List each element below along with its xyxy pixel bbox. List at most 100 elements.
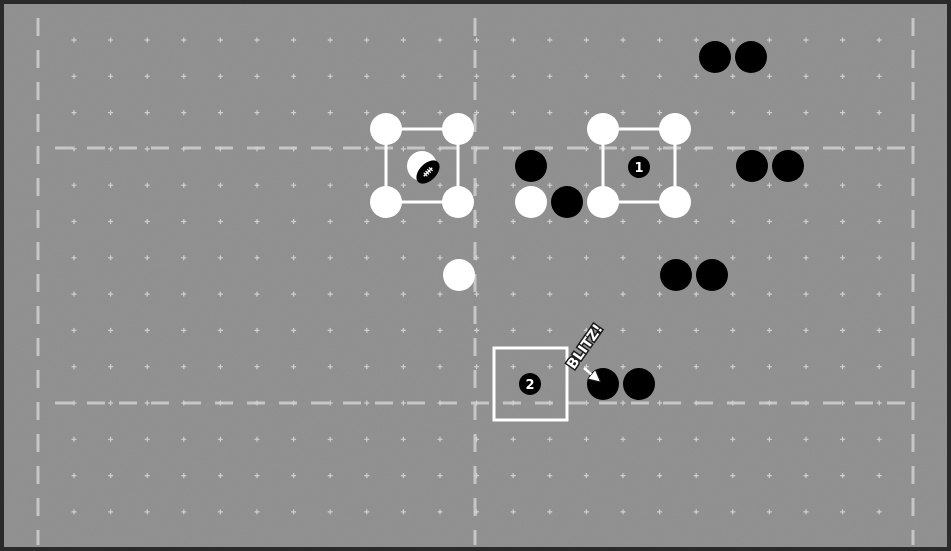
grid-dot [291, 291, 297, 297]
grid-dot [327, 73, 333, 79]
white-piece[interactable] [659, 113, 691, 145]
empty-zone-2[interactable]: 2 [492, 346, 569, 422]
grid-dot [766, 436, 772, 442]
grid-dot [364, 400, 370, 406]
grid-dot [876, 436, 882, 442]
grid-dot [71, 364, 77, 370]
grid-dot [766, 364, 772, 370]
grid-dot [364, 436, 370, 442]
white-square-formation-ball[interactable] [370, 113, 474, 218]
grid-dot [766, 219, 772, 224]
grid-dot [144, 327, 150, 333]
grid-dot [620, 37, 626, 43]
grid-dot [693, 110, 699, 116]
black-piece[interactable] [772, 150, 804, 182]
white-piece[interactable] [659, 186, 691, 218]
black-piece[interactable] [551, 186, 583, 218]
grid-dot [730, 291, 736, 297]
grid-dot [510, 436, 516, 442]
grid-dot [693, 327, 699, 333]
grid-dot [437, 110, 443, 116]
white-piece[interactable] [370, 186, 402, 218]
grid-dot [437, 291, 443, 297]
grid-dot [291, 110, 297, 116]
grid-dot [730, 364, 736, 370]
grid-dot [876, 182, 882, 188]
grid-dot [840, 291, 846, 297]
grid-dot [144, 400, 150, 406]
black-piece[interactable] [696, 259, 728, 291]
grid-dot [217, 509, 223, 515]
grid-dot [254, 291, 260, 297]
zone-marker-1: 1 [628, 156, 650, 178]
grid-dot [547, 219, 553, 224]
grid-dots [71, 37, 882, 515]
grid-dot [217, 436, 223, 442]
grid-dot [181, 291, 187, 297]
grid-dot [217, 182, 223, 188]
grid-dot [510, 37, 516, 43]
white-piece[interactable] [515, 186, 547, 218]
grid-dot [876, 291, 882, 297]
black-piece[interactable] [515, 150, 547, 182]
grid-dot [583, 473, 589, 479]
white-piece[interactable] [370, 113, 402, 145]
grid-dot [620, 110, 626, 116]
grid-dot [620, 182, 626, 188]
grid-dot [144, 436, 150, 442]
grid-dot [254, 219, 260, 224]
white-piece[interactable] [587, 113, 619, 145]
white-square-formation-zone-1[interactable]: 1 [587, 113, 691, 218]
grid-dot [657, 219, 663, 224]
black-piece[interactable] [587, 368, 619, 400]
black-piece[interactable] [736, 150, 768, 182]
black-piece[interactable] [735, 41, 767, 73]
grid-dot [730, 436, 736, 442]
grid-dot [583, 182, 589, 188]
white-piece[interactable] [443, 259, 475, 291]
grid-dot [217, 327, 223, 333]
grid-dot [437, 364, 443, 370]
black-piece[interactable] [623, 368, 655, 400]
grid-dot [364, 327, 370, 333]
grid-dot [144, 255, 150, 261]
grid-dot [400, 400, 406, 406]
grid-dot [766, 291, 772, 297]
white-piece[interactable] [442, 113, 474, 145]
black-piece[interactable] [699, 41, 731, 73]
grid-dot [803, 37, 809, 43]
grid-dot [217, 37, 223, 43]
grid-dot [71, 473, 77, 479]
grid-dot [364, 291, 370, 297]
grid-dot [620, 327, 626, 333]
grid-dot [510, 73, 516, 79]
grid-dot [730, 509, 736, 515]
grid-dot [766, 473, 772, 479]
formation-outline [384, 127, 460, 204]
grid-dot [400, 327, 406, 333]
grid-dot [840, 73, 846, 79]
white-piece[interactable] [587, 186, 619, 218]
grid-dot [730, 255, 736, 261]
grid-dot [840, 37, 846, 43]
white-piece[interactable] [442, 186, 474, 218]
grid-dot [217, 255, 223, 261]
grid-dot [620, 364, 626, 370]
black-piece[interactable] [660, 259, 692, 291]
grid-dot [657, 400, 663, 406]
grid-dot [327, 37, 333, 43]
grid-dot [437, 73, 443, 79]
grid-dot [254, 436, 260, 442]
grid-dot [217, 219, 223, 224]
football-icon[interactable] [412, 156, 444, 188]
zone-outline [492, 346, 569, 422]
grid-dot [803, 509, 809, 515]
grid-dot [876, 146, 882, 152]
grid-dot [254, 182, 260, 188]
grid-dot [657, 327, 663, 333]
grid-dot [583, 436, 589, 442]
grid-dot [840, 110, 846, 116]
grid-dot [730, 73, 736, 79]
grid-dot [583, 37, 589, 43]
